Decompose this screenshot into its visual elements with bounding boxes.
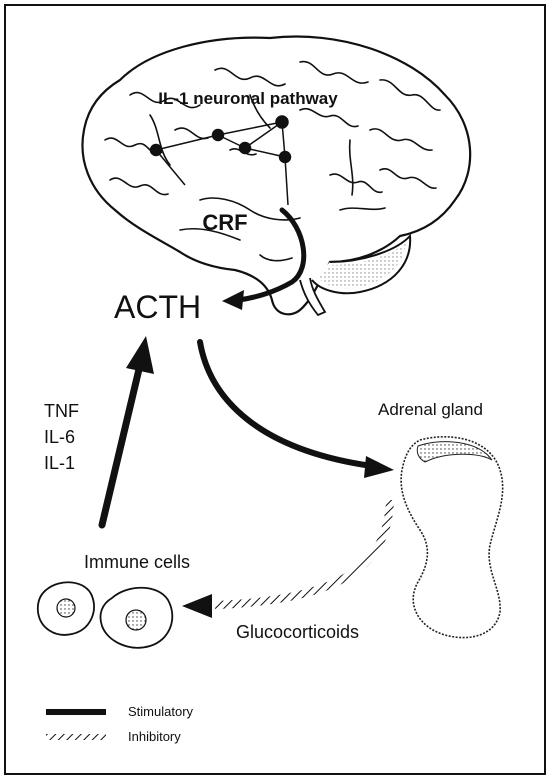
neuron-node (278, 150, 292, 164)
immune-to-acth-arrow (98, 336, 154, 529)
crf-to-acth-arrow (222, 207, 307, 310)
adrenal-gland-icon (400, 436, 504, 639)
cytokine-list: TNF IL-6 IL-1 (44, 401, 79, 473)
pathway-label: IL-1 neuronal pathway (158, 89, 338, 108)
cytokine-il1: IL-1 (44, 453, 75, 473)
acth-to-adrenal-arrow (197, 339, 394, 478)
cytokine-il6: IL-6 (44, 427, 75, 447)
neuron-node (211, 128, 225, 142)
adrenal-gland-label: Adrenal gland (378, 400, 483, 419)
immune-cell-icon (36, 581, 95, 636)
glucocorticoids-label: Glucocorticoids (236, 622, 359, 642)
cytokine-tnf: TNF (44, 401, 79, 421)
legend: Stimulatory Inhibitory (46, 704, 194, 744)
acth-label: ACTH (114, 289, 201, 325)
legend-inhibitory-label: Inhibitory (128, 729, 181, 744)
glucocorticoid-inhibitory-arrow (182, 499, 394, 618)
neuronal-pathway-network (149, 115, 292, 206)
immune-cell-icon (99, 586, 174, 649)
legend-stimulatory-label: Stimulatory (128, 704, 194, 719)
neuron-node (149, 143, 163, 157)
crf-label: CRF (202, 210, 247, 235)
brain-icon (81, 35, 472, 317)
neuron-node (275, 115, 289, 129)
neuron-node (238, 141, 252, 155)
immune-cells-label: Immune cells (84, 552, 190, 572)
